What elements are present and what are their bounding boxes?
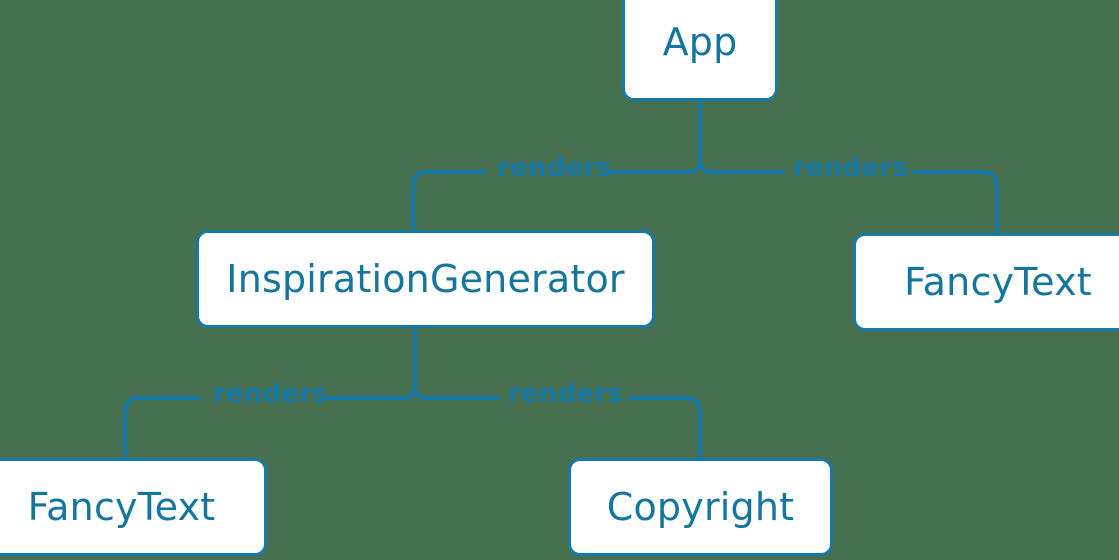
edge-inspiration-stem-left: [368, 386, 417, 400]
edge-app-to-inspiration-b: [411, 170, 486, 230]
edge-inspiration-stem: [413, 328, 462, 400]
edge-label-inspiration-to-fancytext: renders: [213, 379, 328, 409]
edge-label-inspiration-to-copyright: renders: [508, 379, 623, 409]
node-fancytext-bottom[interactable]: FancyText: [0, 458, 267, 556]
node-app-label: App: [662, 19, 738, 64]
node-inspiration-generator[interactable]: InspirationGenerator: [196, 230, 655, 328]
node-inspiration-generator-label: InspirationGenerator: [226, 257, 625, 301]
node-fancytext-right-label: FancyText: [904, 260, 1092, 304]
node-fancytext-right[interactable]: FancyText: [853, 233, 1119, 331]
node-copyright-label: Copyright: [606, 485, 795, 529]
edge-label-app-to-fancytext: renders: [793, 153, 908, 183]
node-fancytext-bottom-label: FancyText: [27, 485, 216, 529]
edge-app-stem-left: [655, 160, 702, 174]
node-app[interactable]: App: [622, 0, 778, 101]
edge-label-app-to-inspiration: renders: [497, 153, 612, 183]
edge-app-stem: [698, 101, 745, 174]
edge-inspiration-to-fancytext-b: [123, 396, 200, 458]
edge-inspiration-to-copyright-b: [628, 396, 702, 458]
edge-app-to-fancytext-b: [913, 170, 999, 233]
node-copyright[interactable]: Copyright: [568, 458, 833, 556]
